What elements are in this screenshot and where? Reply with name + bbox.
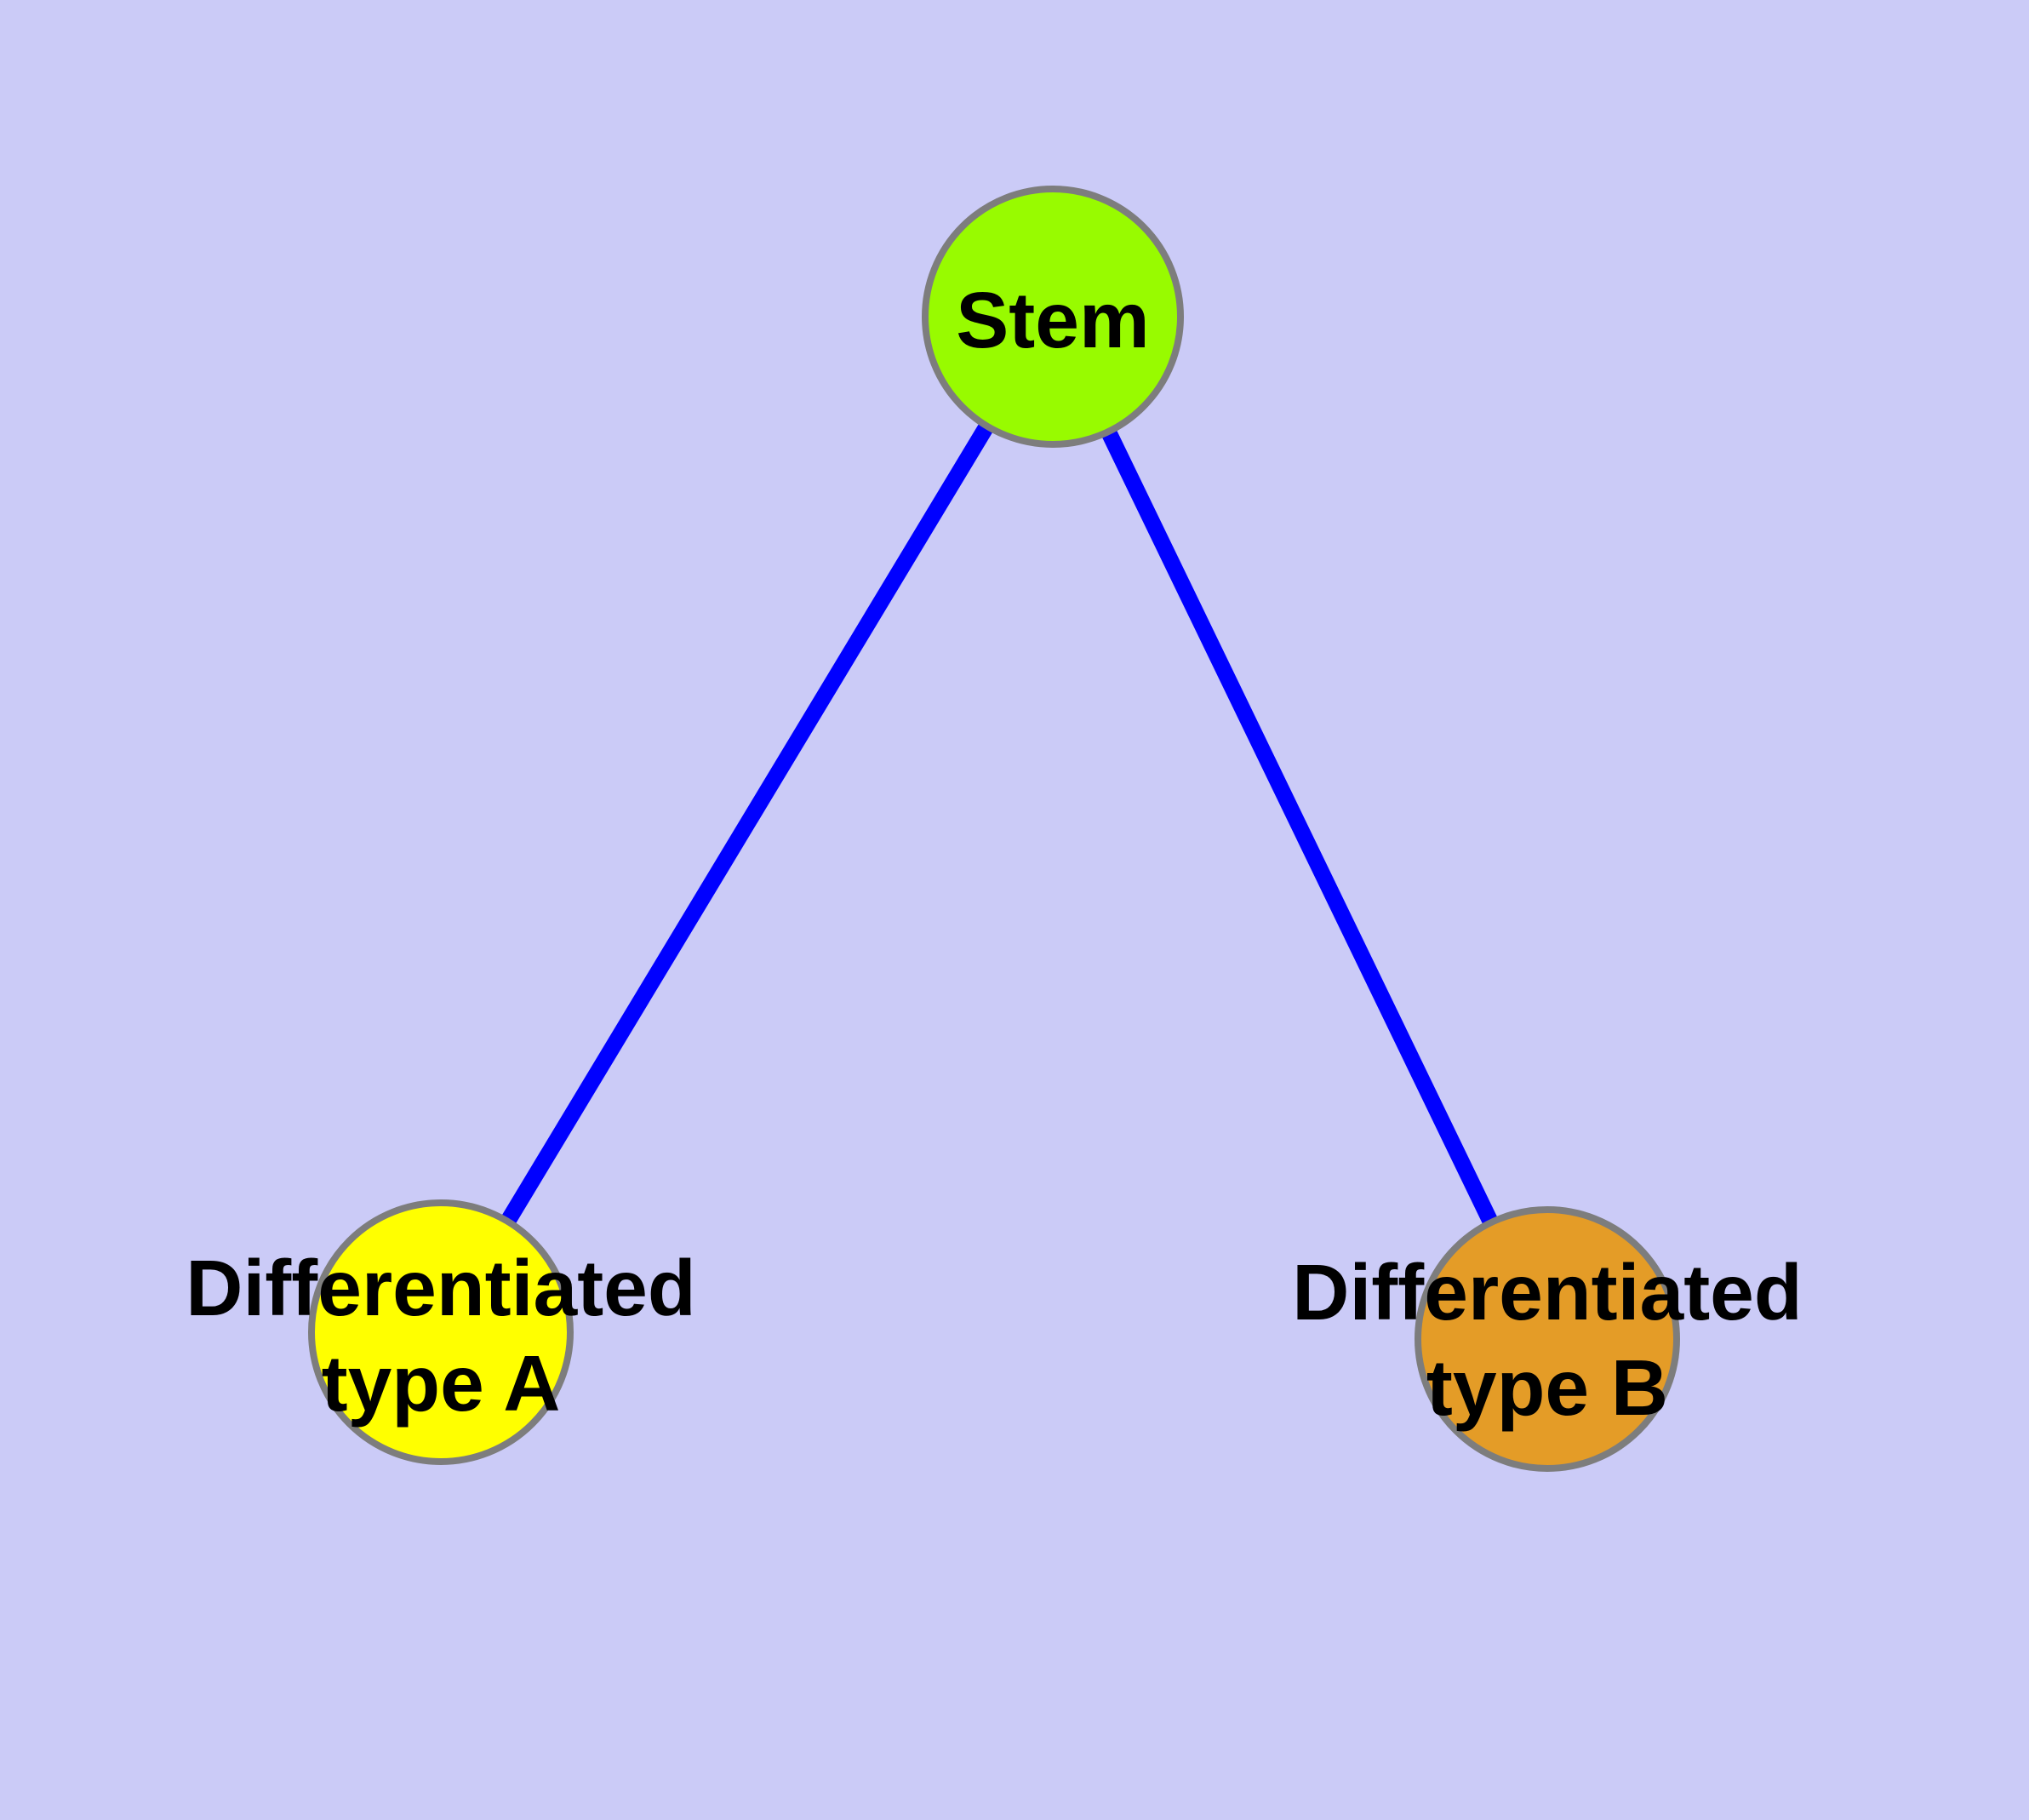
node-differentiated-type-b[interactable]: [1415, 1206, 1680, 1472]
node-type-a-label-line2: type A: [322, 1339, 561, 1428]
node-type-b-label-line2: type B: [1426, 1343, 1668, 1432]
node-stem[interactable]: [922, 186, 1184, 448]
node-stem-label: Stem: [956, 276, 1149, 364]
edge-stem-to-type-b: [1045, 312, 1555, 1343]
node-differentiated-type-a[interactable]: [308, 1199, 574, 1465]
node-type-b-label-line1: Differentiated: [1292, 1248, 1802, 1336]
edge-stem-to-type-a: [433, 312, 1060, 1336]
node-type-a-label-line1: Differentiated: [186, 1244, 695, 1332]
